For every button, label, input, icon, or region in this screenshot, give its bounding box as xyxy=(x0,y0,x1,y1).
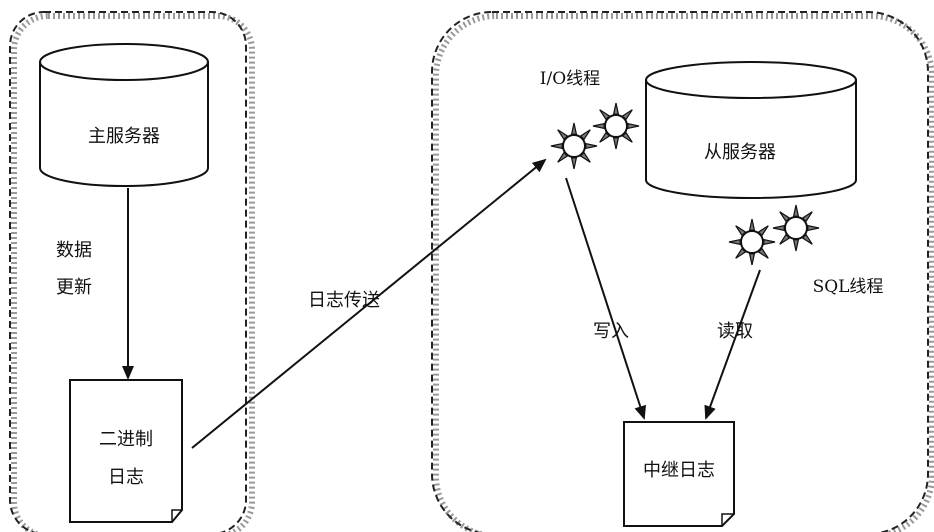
write-arrow xyxy=(565,177,646,420)
sql-thread-label: SQL线程 xyxy=(813,277,884,297)
io-thread-gears xyxy=(550,102,640,170)
relay-log-label: 中继日志 xyxy=(643,460,715,481)
slave-region xyxy=(431,11,934,532)
master-server-cylinder: 主服务器 xyxy=(39,43,209,187)
master-region-shadow xyxy=(11,13,255,532)
io-thread-label: I/O线程 xyxy=(540,69,600,89)
binlog-document: 二进制 日志 xyxy=(69,379,183,523)
sql-gear-icon xyxy=(728,218,776,266)
log-transfer-label: 日志传送 xyxy=(308,290,380,311)
read-label: 读取 xyxy=(717,321,753,342)
master-region xyxy=(9,11,255,532)
io-gear-icon xyxy=(550,122,598,170)
read-arrow xyxy=(704,269,761,420)
log-transfer-arrow xyxy=(191,158,547,449)
sql-thread-gears xyxy=(728,204,820,266)
slave-region-shadow xyxy=(433,13,934,532)
relay-log-document: 中继日志 xyxy=(623,421,735,527)
io-gear-icon xyxy=(592,102,640,150)
slave-server-label: 从服务器 xyxy=(704,142,776,163)
data-update-label-line2: 更新 xyxy=(56,277,92,298)
data-update-label-line1: 数据 xyxy=(56,240,92,261)
binlog-label-line1: 二进制 xyxy=(99,429,153,450)
write-label: 写入 xyxy=(593,321,629,342)
master-server-label: 主服务器 xyxy=(88,126,160,147)
slave-server-cylinder: 从服务器 xyxy=(645,61,857,199)
sql-gear-icon xyxy=(772,204,820,252)
master-region-border xyxy=(9,11,247,532)
binlog-label-line2: 日志 xyxy=(108,467,144,488)
slave-region-border xyxy=(431,11,929,532)
